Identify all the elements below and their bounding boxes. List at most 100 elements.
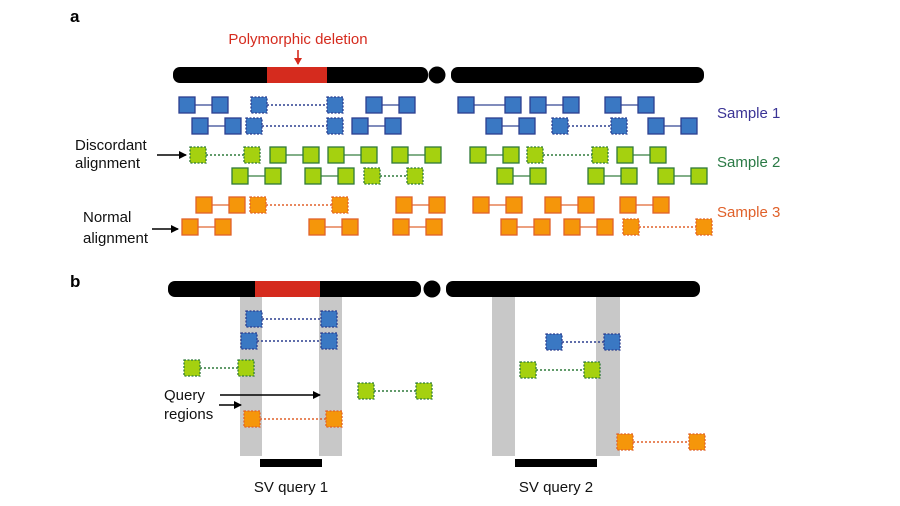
- read-box: [243, 146, 261, 164]
- read-box: [391, 146, 409, 164]
- read-box: [690, 167, 708, 185]
- read-box: [596, 218, 614, 236]
- read-box: [365, 96, 383, 114]
- discordant-read-pair: [245, 117, 344, 135]
- read-box: [398, 96, 416, 114]
- read-box: [428, 196, 446, 214]
- read-box: [587, 167, 605, 185]
- discordant-label-line2: alignment: [75, 155, 141, 172]
- read-box: [245, 310, 263, 328]
- read-box: [544, 196, 562, 214]
- discordant-read-pair: [551, 117, 628, 135]
- deletion-region: [267, 67, 327, 83]
- normal-read-pair: [485, 117, 536, 135]
- read-box: [622, 218, 640, 236]
- read-box: [357, 382, 375, 400]
- read-box: [191, 117, 209, 135]
- normal-read-pair: [616, 146, 667, 164]
- read-box: [583, 361, 601, 379]
- chromosome-right-arm: [446, 281, 700, 297]
- normal-read-pair: [365, 96, 416, 114]
- normal-read-pair: [657, 167, 708, 185]
- read-box: [496, 167, 514, 185]
- read-box: [363, 167, 381, 185]
- normal-label-line2: alignment: [83, 230, 149, 247]
- read-box: [545, 333, 563, 351]
- read-box: [224, 117, 242, 135]
- read-box: [326, 117, 344, 135]
- normal-read-pair: [619, 196, 670, 214]
- read-box: [695, 218, 713, 236]
- discordant-read-pair: [243, 410, 343, 428]
- read-box: [604, 96, 622, 114]
- read-box: [178, 96, 196, 114]
- normal-read-pair: [231, 167, 282, 185]
- read-box: [320, 310, 338, 328]
- normal-read-pair: [181, 218, 232, 236]
- normal-read-pair: [472, 196, 523, 214]
- read-box: [406, 167, 424, 185]
- read-box: [469, 146, 487, 164]
- normal-read-pair: [327, 146, 378, 164]
- read-box: [341, 218, 359, 236]
- read-box: [425, 218, 443, 236]
- normal-label-line1: Normal: [83, 209, 131, 226]
- read-box: [500, 218, 518, 236]
- read-box: [392, 218, 410, 236]
- discordant-read-pair: [363, 167, 424, 185]
- read-box: [395, 196, 413, 214]
- query-region-2-left: [492, 296, 515, 456]
- read-box: [325, 410, 343, 428]
- read-box: [657, 167, 675, 185]
- normal-read-pair: [496, 167, 547, 185]
- read-box: [302, 146, 320, 164]
- read-box: [211, 96, 229, 114]
- discordant-read-pair: [519, 361, 601, 379]
- normal-read-pair: [269, 146, 320, 164]
- read-box: [250, 96, 268, 114]
- read-box: [533, 218, 551, 236]
- discordant-read-pair: [250, 96, 344, 114]
- normal-read-pair: [587, 167, 638, 185]
- read-box: [519, 361, 537, 379]
- read-box: [563, 218, 581, 236]
- read-box: [616, 146, 634, 164]
- chromosome-b: [168, 280, 700, 298]
- normal-read-pair: [308, 218, 359, 236]
- sv-query-1-label: SV query 1: [254, 479, 328, 496]
- read-box: [337, 167, 355, 185]
- reads-panel-a: [178, 96, 713, 236]
- deletion-region: [255, 281, 320, 297]
- read-box: [360, 146, 378, 164]
- read-box: [249, 196, 267, 214]
- sample-3-label: Sample 3: [717, 204, 780, 221]
- read-box: [610, 117, 628, 135]
- read-box: [637, 96, 655, 114]
- normal-read-pair: [544, 196, 595, 214]
- discordant-read-pair: [245, 310, 338, 328]
- read-box: [331, 196, 349, 214]
- normal-read-pair: [647, 117, 698, 135]
- panel-a-letter: a: [70, 7, 80, 26]
- chromosome-a: [173, 66, 704, 84]
- read-box: [189, 146, 207, 164]
- panel-b-letter: b: [70, 272, 80, 291]
- discordant-read-pair: [622, 218, 713, 236]
- sv-query-2-label: SV query 2: [519, 479, 593, 496]
- read-box: [680, 117, 698, 135]
- read-box: [320, 332, 338, 350]
- read-box: [231, 167, 249, 185]
- polymorphic-deletion-label: Polymorphic deletion: [228, 31, 367, 48]
- read-box: [647, 117, 665, 135]
- read-box: [415, 382, 433, 400]
- read-box: [327, 146, 345, 164]
- read-box: [181, 218, 199, 236]
- normal-read-pair: [178, 96, 229, 114]
- sv-query-2-bar: [515, 459, 597, 467]
- read-box: [504, 96, 522, 114]
- read-box: [551, 117, 569, 135]
- read-box: [351, 117, 369, 135]
- read-box: [502, 146, 520, 164]
- read-box: [619, 196, 637, 214]
